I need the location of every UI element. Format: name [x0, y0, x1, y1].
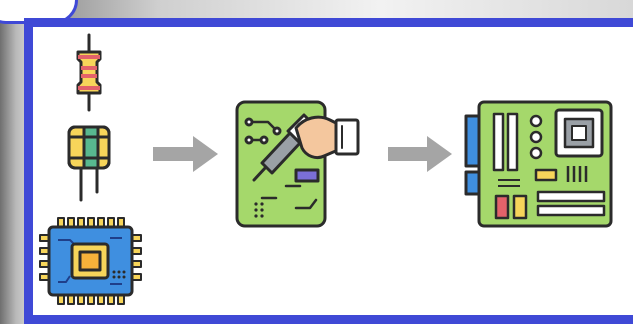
arrow-right-icon	[153, 136, 218, 172]
microchip-icon	[39, 217, 142, 305]
arrow-right-icon	[388, 136, 452, 172]
soldering-iron-icon	[235, 100, 360, 228]
background-top-strip	[0, 0, 633, 18]
motherboard-icon	[464, 100, 613, 228]
resistor-icon	[76, 33, 102, 112]
capacitor-icon	[67, 125, 111, 202]
